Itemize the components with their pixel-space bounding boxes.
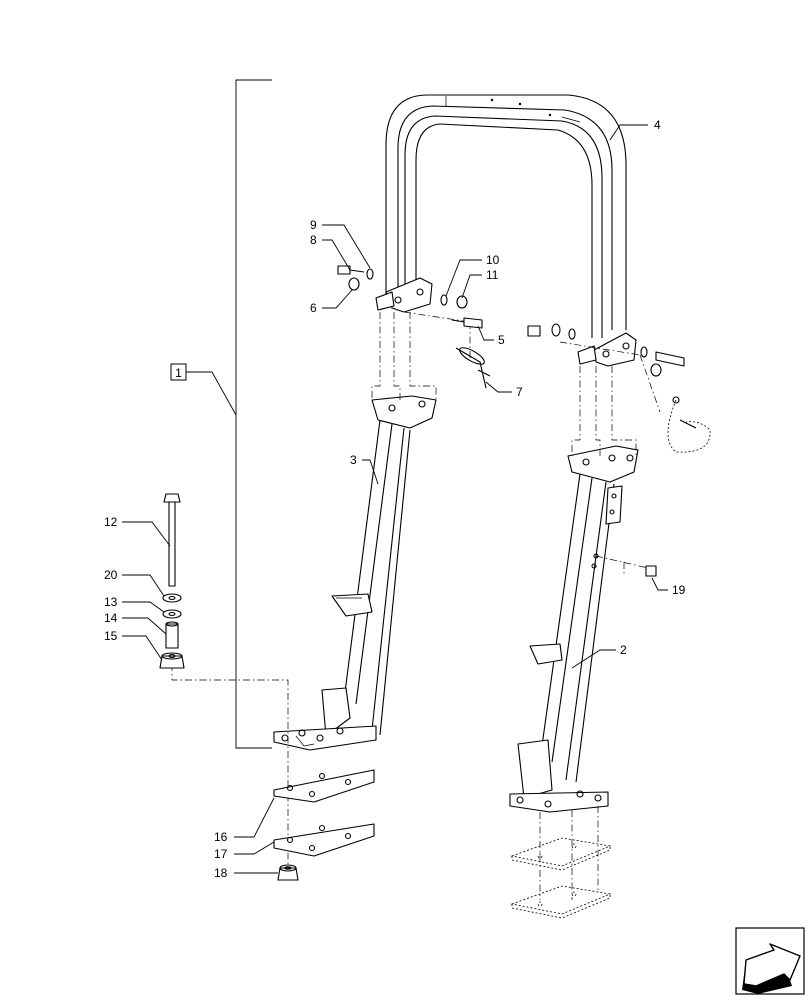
lynch-pin — [455, 347, 711, 453]
callout-8: 8 — [310, 233, 317, 247]
callout-5: 5 — [498, 333, 505, 347]
right-upright-post — [509, 445, 639, 813]
callout-3: 3 — [350, 453, 357, 467]
callout-20: 20 — [104, 568, 118, 582]
bolt-19 — [591, 553, 657, 577]
callout-18: 18 — [214, 866, 228, 880]
alignment-lines — [171, 311, 661, 900]
assembly-number: 1 — [175, 366, 182, 380]
callout-4: 4 — [654, 118, 661, 132]
callout-6: 6 — [310, 301, 317, 315]
leader-lines — [122, 124, 668, 874]
long-bolt-stack — [159, 493, 185, 669]
callout-12: 12 — [104, 515, 118, 529]
callout-10: 10 — [486, 253, 500, 267]
nut-18 — [277, 864, 299, 881]
callout-14: 14 — [104, 611, 118, 625]
left-hoop-hardware — [337, 265, 685, 377]
callout-7: 7 — [516, 385, 523, 399]
next-page-arrow-icon[interactable] — [735, 927, 805, 995]
callout-numbers: 4 9 8 6 10 11 5 7 3 2 12 20 13 14 15 16 … — [104, 118, 686, 880]
assembly-bracket: 1 — [170, 79, 272, 749]
callout-9: 9 — [310, 218, 317, 232]
callout-17: 17 — [214, 847, 228, 861]
callout-11: 11 — [486, 268, 499, 282]
callout-2: 2 — [620, 643, 627, 657]
rops-upper-hoop — [375, 94, 637, 367]
callout-13: 13 — [104, 595, 118, 609]
assembly-number-box — [170, 363, 187, 381]
callout-16: 16 — [214, 830, 228, 844]
callout-19: 19 — [672, 583, 686, 597]
spacer-plates — [273, 769, 612, 919]
left-upright-post — [273, 395, 437, 751]
callout-15: 15 — [104, 629, 118, 643]
